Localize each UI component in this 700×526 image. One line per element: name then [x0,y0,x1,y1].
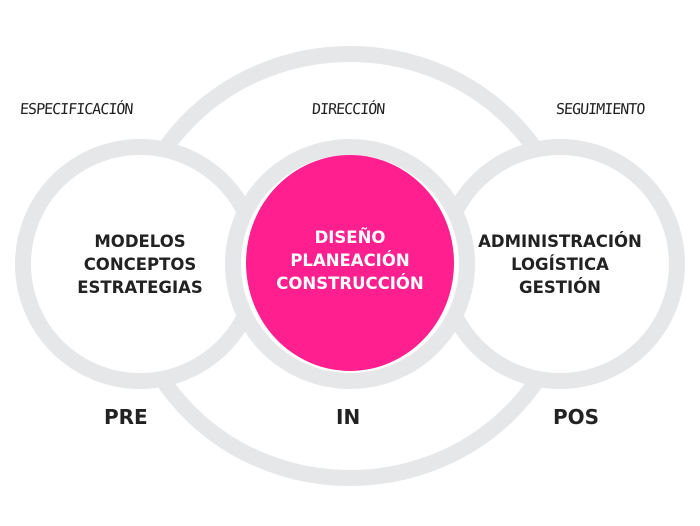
left-circle-text: MODELOS CONCEPTOS ESTRATEGIAS [40,230,240,299]
right-circle-text: ADMINISTRACIÓN LOGÍSTICA GESTIÓN [460,230,660,299]
right-item: LOGÍSTICA [511,255,609,274]
center-circle-text: DISEÑO PLANEACIÓN CONSTRUCCIÓN [250,226,450,295]
label-direccion: DIRECCIÓN [311,100,385,118]
right-item: GESTIÓN [519,278,601,297]
center-item: PLANEACIÓN [290,251,410,270]
phase-pre: PRE [104,405,148,429]
center-item: DISEÑO [314,228,386,247]
center-item: CONSTRUCCIÓN [276,274,424,293]
center-circle-fill [246,155,454,371]
label-seguimiento: SEGUIMIENTO [555,100,645,118]
left-item: CONCEPTOS [83,255,197,274]
label-especificacion: ESPECIFICACIÓN [19,100,134,118]
phase-pos: POS [553,405,600,429]
left-item: ESTRATEGIAS [77,278,203,297]
phase-in: IN [336,405,361,429]
right-item: ADMINISTRACIÓN [478,232,642,251]
left-item: MODELOS [94,232,186,251]
